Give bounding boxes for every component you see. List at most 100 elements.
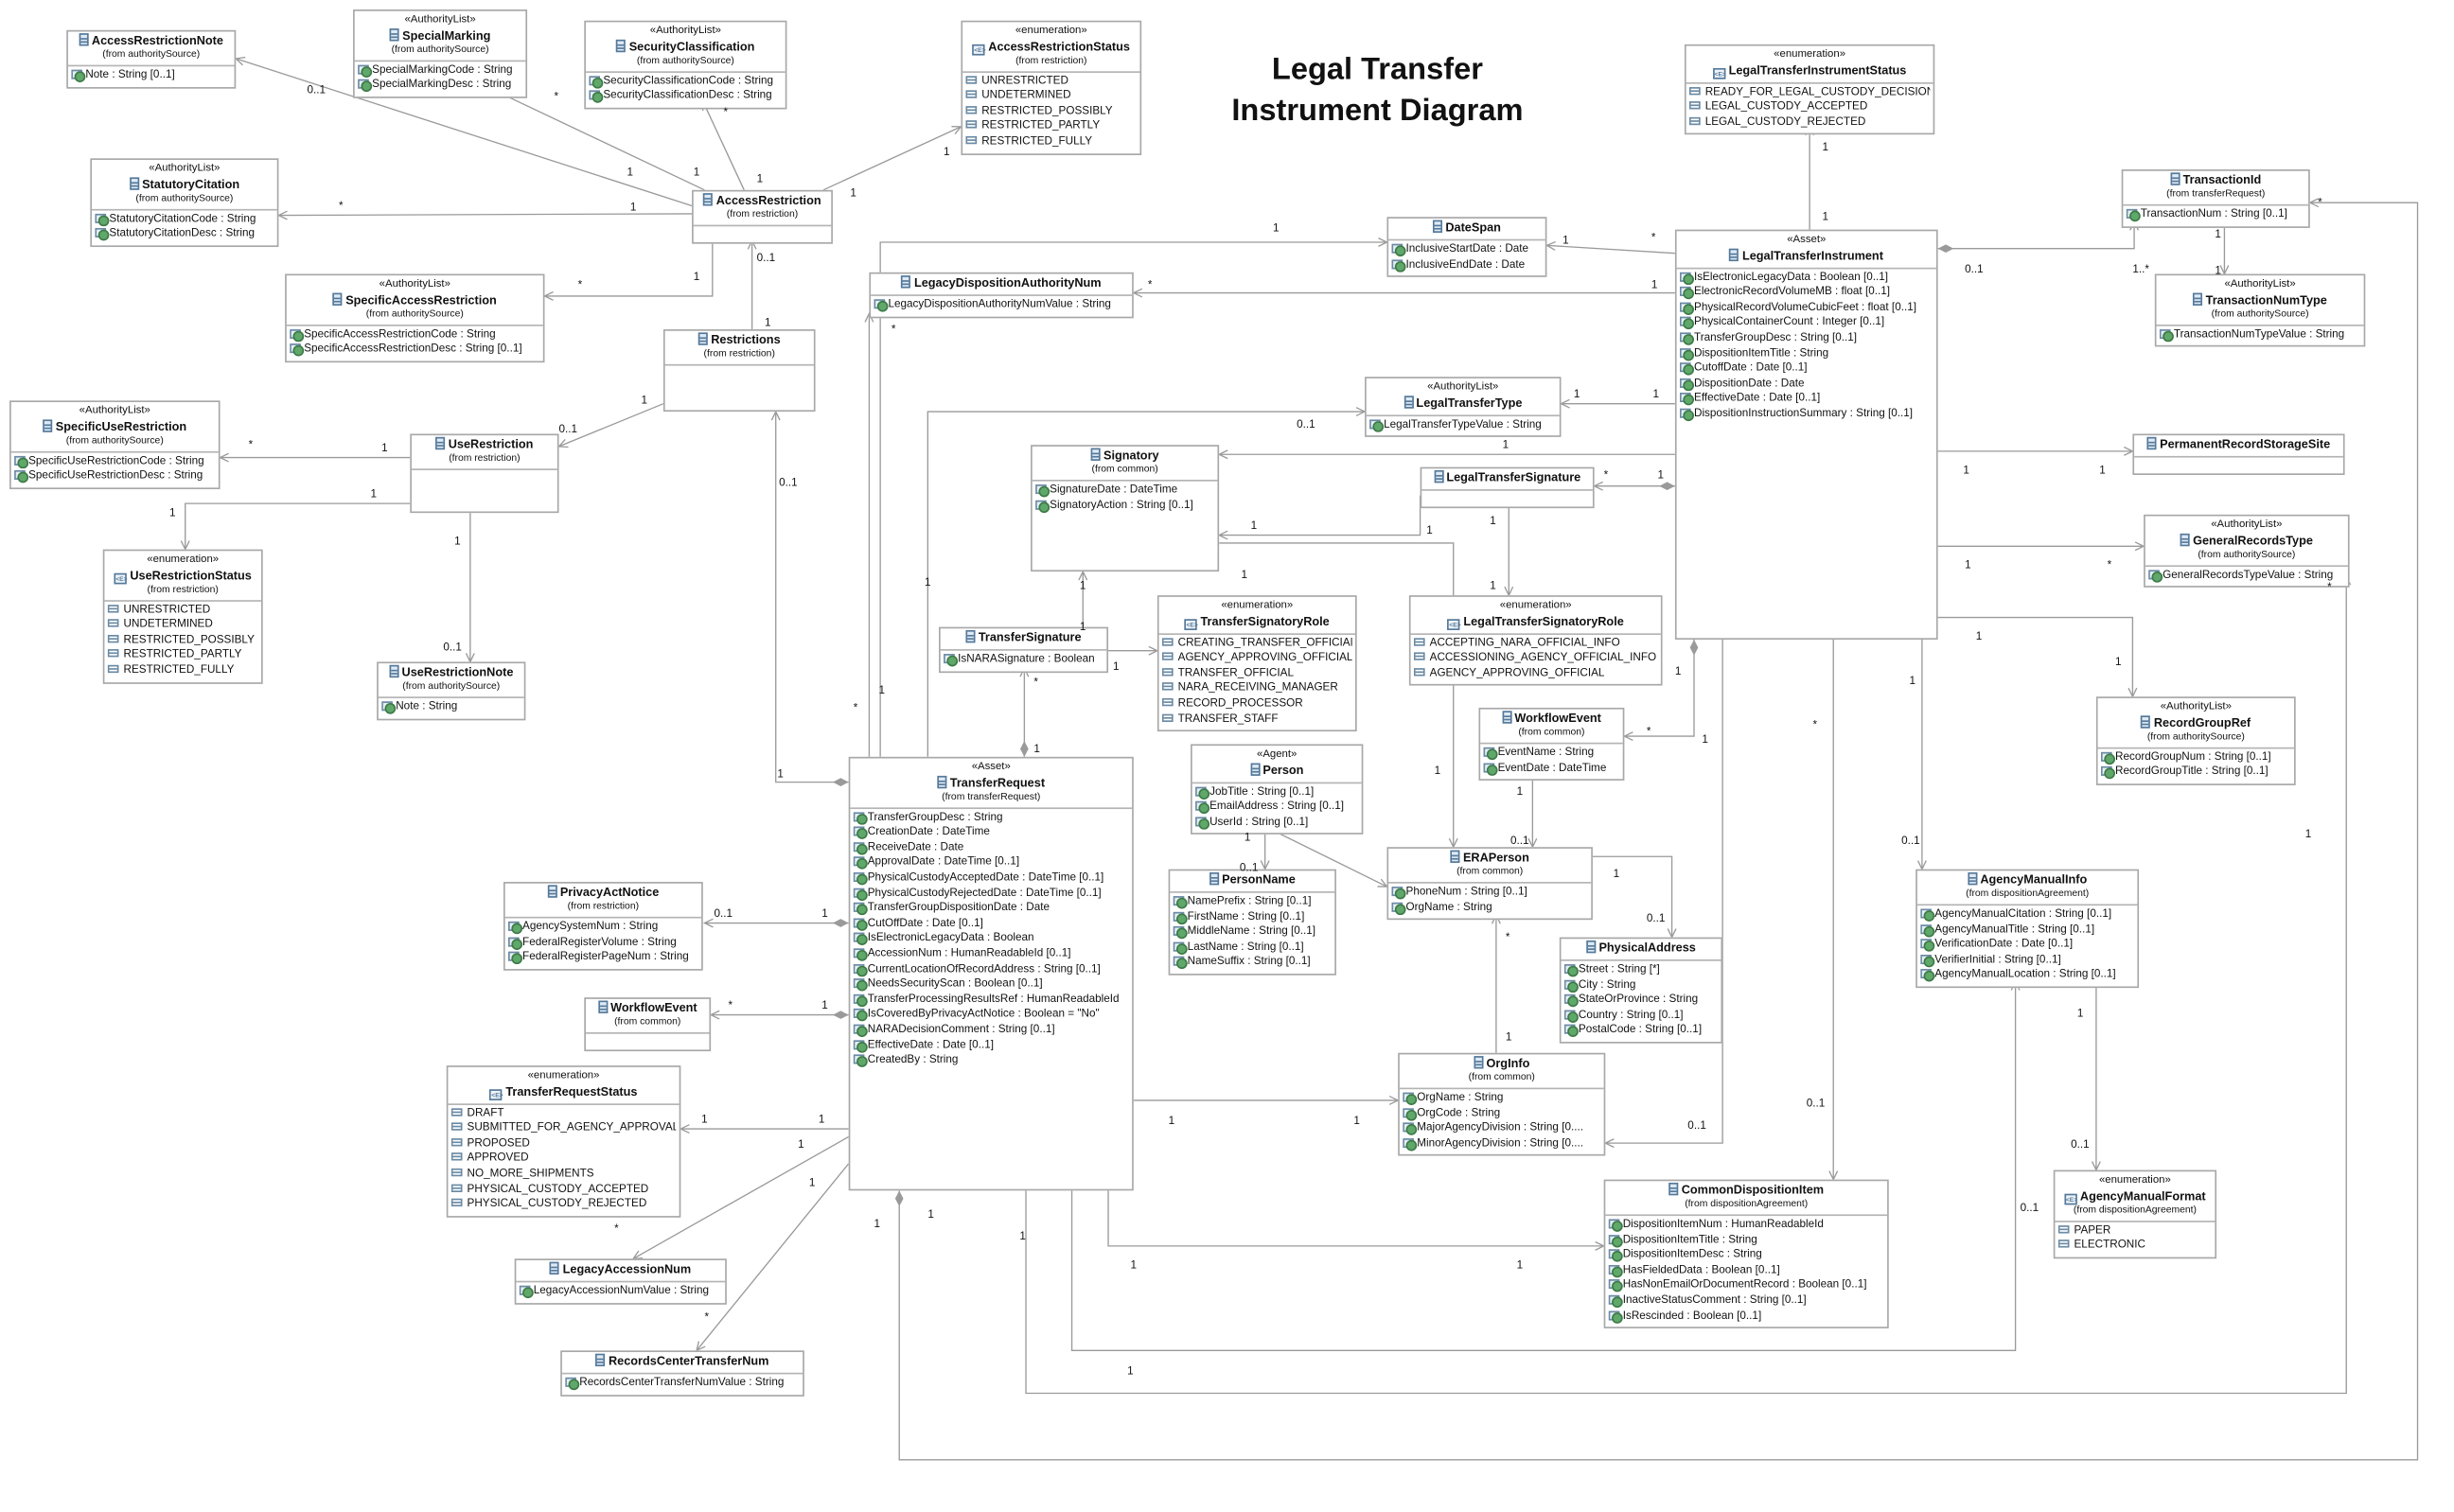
attribute[interactable]: InclusiveStartDate : Date (1391, 242, 1542, 257)
attribute[interactable]: MiddleName : String [0..1] (1173, 925, 1332, 941)
enum-literal[interactable]: PHYSICAL_CUSTODY_ACCEPTED (450, 1182, 677, 1197)
attribute[interactable]: Street : String [*] (1563, 962, 1718, 977)
attribute[interactable]: AgencyManualLocation : String [0..1] (1920, 968, 2134, 983)
class-specific-use-restriction[interactable]: «AuthorityList»SpecificUseRestriction(fr… (9, 400, 221, 489)
attribute[interactable]: FederalRegisterPageNum : String (508, 950, 698, 965)
attribute[interactable]: LegacyAccessionNumValue : String (519, 1284, 722, 1299)
attribute[interactable]: AgencyManualTitle : String [0..1] (1920, 923, 2134, 938)
enum-literal[interactable]: PHYSICAL_CUSTODY_REJECTED (450, 1197, 677, 1212)
enum-literal[interactable]: TRANSFER_OFFICIAL (1161, 666, 1352, 681)
attribute[interactable]: DispositionInstructionSummary : String [… (1679, 407, 1933, 422)
enum-literal[interactable]: NARA_RECEIVING_MANAGER (1161, 681, 1352, 696)
enum-literal[interactable]: UNRESTRICTED (965, 74, 1137, 89)
association-line[interactable] (1219, 542, 1455, 848)
attribute[interactable]: Country : String [0..1] (1563, 1009, 1718, 1024)
attribute[interactable]: PhysicalCustodyRejectedDate : DateTime [… (853, 886, 1129, 901)
enum-literal[interactable]: LEGAL_CUSTODY_ACCEPTED (1688, 100, 1930, 115)
association-line[interactable] (278, 213, 693, 217)
association-line[interactable] (490, 88, 705, 191)
enum-literal[interactable]: RESTRICTED_PARTLY (965, 119, 1137, 134)
attribute[interactable]: FederalRegisterVolume : String (508, 935, 698, 950)
class-agency-manual-info[interactable]: AgencyManualInfo(from dispositionAgreeme… (1916, 869, 2140, 989)
enum-literal[interactable]: RESTRICTED_FULLY (107, 663, 258, 678)
association-line[interactable] (1219, 495, 1421, 536)
attribute[interactable]: IsElectronicLegacyData : Boolean [0..1] (1679, 270, 1933, 285)
attribute[interactable]: PhoneNum : String [0..1] (1391, 885, 1587, 900)
attribute[interactable]: ReceiveDate : Date (853, 840, 1129, 855)
attribute[interactable]: CurrentLocationOfRecordAddress : String … (853, 962, 1129, 977)
attribute[interactable]: City : String (1563, 977, 1718, 993)
class-security-classification[interactable]: «AuthorityList»SecurityClassification(fr… (584, 20, 787, 110)
attribute[interactable]: TransferGroupDesc : String (853, 810, 1129, 825)
enum-literal[interactable]: ELECTRONIC (2057, 1239, 2212, 1254)
attribute[interactable]: ElectronicRecordVolumeMB : float [0..1] (1679, 286, 1933, 301)
association-line[interactable] (544, 240, 714, 297)
attribute[interactable]: AgencyManualCitation : String [0..1] (1920, 907, 2134, 923)
class-general-records-type[interactable]: «AuthorityList»GeneralRecordsType(from a… (2144, 514, 2350, 589)
enum-literal[interactable]: RESTRICTED_PARTLY (107, 648, 258, 663)
association-line[interactable] (558, 403, 664, 448)
enum-literal[interactable]: RESTRICTED_POSSIBLY (965, 104, 1137, 119)
class-specific-access-restriction[interactable]: «AuthorityList»SpecificAccessRestriction… (285, 273, 545, 362)
attribute[interactable]: Note : String [0..1] (71, 68, 231, 83)
association-line[interactable] (879, 241, 1387, 757)
attribute[interactable]: RecordGroupNum : String [0..1] (2100, 749, 2291, 765)
attribute[interactable]: PhysicalCustodyAcceptedDate : DateTime [… (853, 870, 1129, 886)
class-use-restriction[interactable]: UseRestriction(from restriction) (410, 433, 559, 514)
association-line[interactable] (1624, 640, 1695, 737)
attribute[interactable]: DispositionItemDesc : String (1608, 1248, 1884, 1263)
attribute[interactable]: SpecialMarkingDesc : String (358, 78, 522, 93)
attribute[interactable]: IsRescinded : Boolean [0..1] (1608, 1309, 1884, 1324)
attribute[interactable]: TransactionNum : String [0..1] (2126, 207, 2305, 222)
class-access-restriction-status[interactable]: «enumeration»<E>AccessRestrictionStatus(… (961, 20, 1142, 155)
attribute[interactable]: DispositionItemNum : HumanReadableId (1608, 1218, 1884, 1233)
attribute[interactable]: TransferGroupDispositionDate : Date (853, 901, 1129, 916)
attribute[interactable]: EmailAddress : String [0..1] (1195, 800, 1358, 815)
enum-literal[interactable]: PAPER (2057, 1223, 2212, 1239)
attribute[interactable]: VerifierInitial : String [0..1] (1920, 953, 2134, 968)
attribute[interactable]: NARADecisionComment : String [0..1] (853, 1023, 1129, 1038)
attribute[interactable]: SecurityClassificationCode : String (589, 74, 782, 89)
association-line[interactable] (702, 100, 745, 191)
class-transaction-num-type[interactable]: «AuthorityList»TransactionNumType(from a… (2154, 273, 2366, 347)
attribute[interactable]: OrgName : String (1391, 900, 1587, 915)
attribute[interactable]: FirstName : String [0..1] (1173, 909, 1332, 924)
attribute[interactable]: OrgName : String (1403, 1091, 1600, 1106)
attribute[interactable]: Note : String (381, 700, 521, 715)
attribute[interactable]: MajorAgencyDivision : String [0.... (1403, 1121, 1600, 1136)
association-line[interactable] (1937, 616, 2134, 697)
attribute[interactable]: VerificationDate : Date [0..1] (1920, 938, 2134, 953)
attribute[interactable]: DispositionItemTitle : String (1608, 1233, 1884, 1248)
attribute[interactable]: NameSuffix : String [0..1] (1173, 956, 1332, 971)
attribute[interactable]: AccessionNum : HumanReadableId [0..1] (853, 947, 1129, 962)
attribute[interactable]: CreatedBy : String (853, 1053, 1129, 1068)
enum-literal[interactable]: RESTRICTED_FULLY (965, 134, 1137, 149)
attribute[interactable]: HasFieldedData : Boolean [0..1] (1608, 1263, 1884, 1278)
attribute[interactable]: MinorAgencyDivision : String [0.... (1403, 1136, 1600, 1152)
class-signatory[interactable]: Signatory(from common)SignatureDate : Da… (1031, 445, 1220, 572)
attribute[interactable]: TransferProcessingResultsRef : HumanRead… (853, 993, 1129, 1008)
association-line[interactable] (1546, 244, 1675, 255)
attribute[interactable]: LastName : String [0..1] (1173, 941, 1332, 956)
attribute[interactable]: CutoffDate : Date [0..1] (1679, 361, 1933, 377)
enum-literal[interactable]: PROPOSED (450, 1136, 677, 1152)
association-line[interactable] (1107, 1190, 1604, 1247)
attribute[interactable]: PhysicalRecordVolumeCubicFeet : float [0… (1679, 301, 1933, 316)
attribute[interactable]: SpecificAccessRestrictionDesc : String [… (290, 343, 539, 358)
class-legal-transfer-signatory-role[interactable]: «enumeration»<E>LegalTransferSignatoryRo… (1408, 595, 1663, 687)
class-transaction-id[interactable]: TransactionId(from transferRequest)Trans… (2121, 169, 2310, 228)
enum-literal[interactable]: UNDETERMINED (107, 618, 258, 633)
enum-literal[interactable]: AGENCY_APPROVING_OFFICIAL (1161, 651, 1352, 666)
attribute[interactable]: TransactionNumTypeValue : String (2159, 327, 2360, 343)
attribute[interactable]: SignatoryAction : String [0..1] (1035, 498, 1214, 513)
attribute[interactable]: StatutoryCitationDesc : String (95, 227, 274, 242)
enum-literal[interactable]: UNRESTRICTED (107, 603, 258, 618)
attribute[interactable]: SecurityClassificationDesc : String (589, 89, 782, 104)
